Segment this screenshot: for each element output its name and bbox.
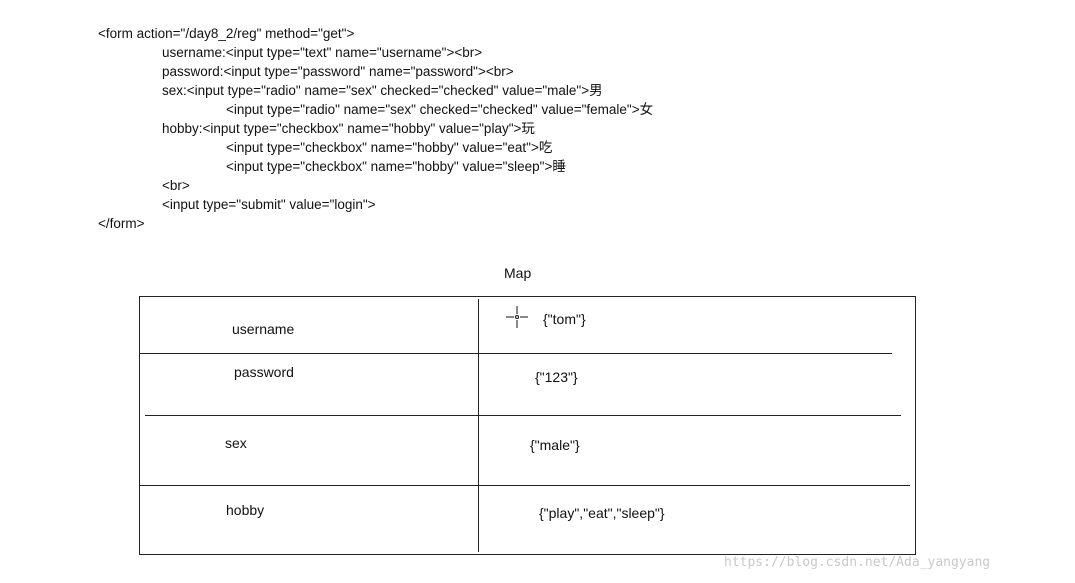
map-table-row-divider	[145, 415, 901, 416]
watermark: https://blog.csdn.net/Ada_yangyang	[724, 555, 991, 570]
map-key-username: username	[232, 321, 295, 337]
code-line-submit: <input type="submit" value="login">	[162, 197, 376, 212]
code-line-hobby-sleep: <input type="checkbox" name="hobby" valu…	[226, 159, 566, 174]
code-line-sex-female: <input type="radio" name="sex" checked="…	[226, 102, 654, 117]
map-key-sex: sex	[225, 435, 247, 451]
code-line-username: username:<input type="text" name="userna…	[162, 45, 483, 60]
map-table	[139, 296, 916, 555]
map-value-sex: {"male"}	[530, 437, 580, 453]
map-key-password: password	[234, 364, 294, 380]
code-line-br: <br>	[162, 178, 190, 193]
map-value-hobby: {"play","eat","sleep"}	[539, 505, 665, 521]
code-line-form-close: </form>	[98, 216, 145, 231]
map-table-row-divider	[140, 353, 892, 354]
code-line-form-open: <form action="/day8_2/reg" method="get">	[98, 26, 355, 41]
map-value-password: {"123"}	[535, 369, 578, 385]
code-line-password: password:<input type="password" name="pa…	[162, 64, 514, 79]
map-title: Map	[504, 265, 532, 281]
map-key-hobby: hobby	[226, 502, 265, 518]
code-line-sex-male: sex:<input type="radio" name="sex" check…	[162, 83, 603, 98]
map-table-row-divider	[140, 485, 910, 486]
crosshair-cursor-icon	[506, 306, 528, 328]
code-line-hobby-eat: <input type="checkbox" name="hobby" valu…	[226, 140, 553, 155]
map-value-username: {"tom"}	[543, 311, 586, 327]
map-table-column-divider	[478, 299, 479, 552]
code-line-hobby-play: hobby:<input type="checkbox" name="hobby…	[162, 121, 535, 136]
